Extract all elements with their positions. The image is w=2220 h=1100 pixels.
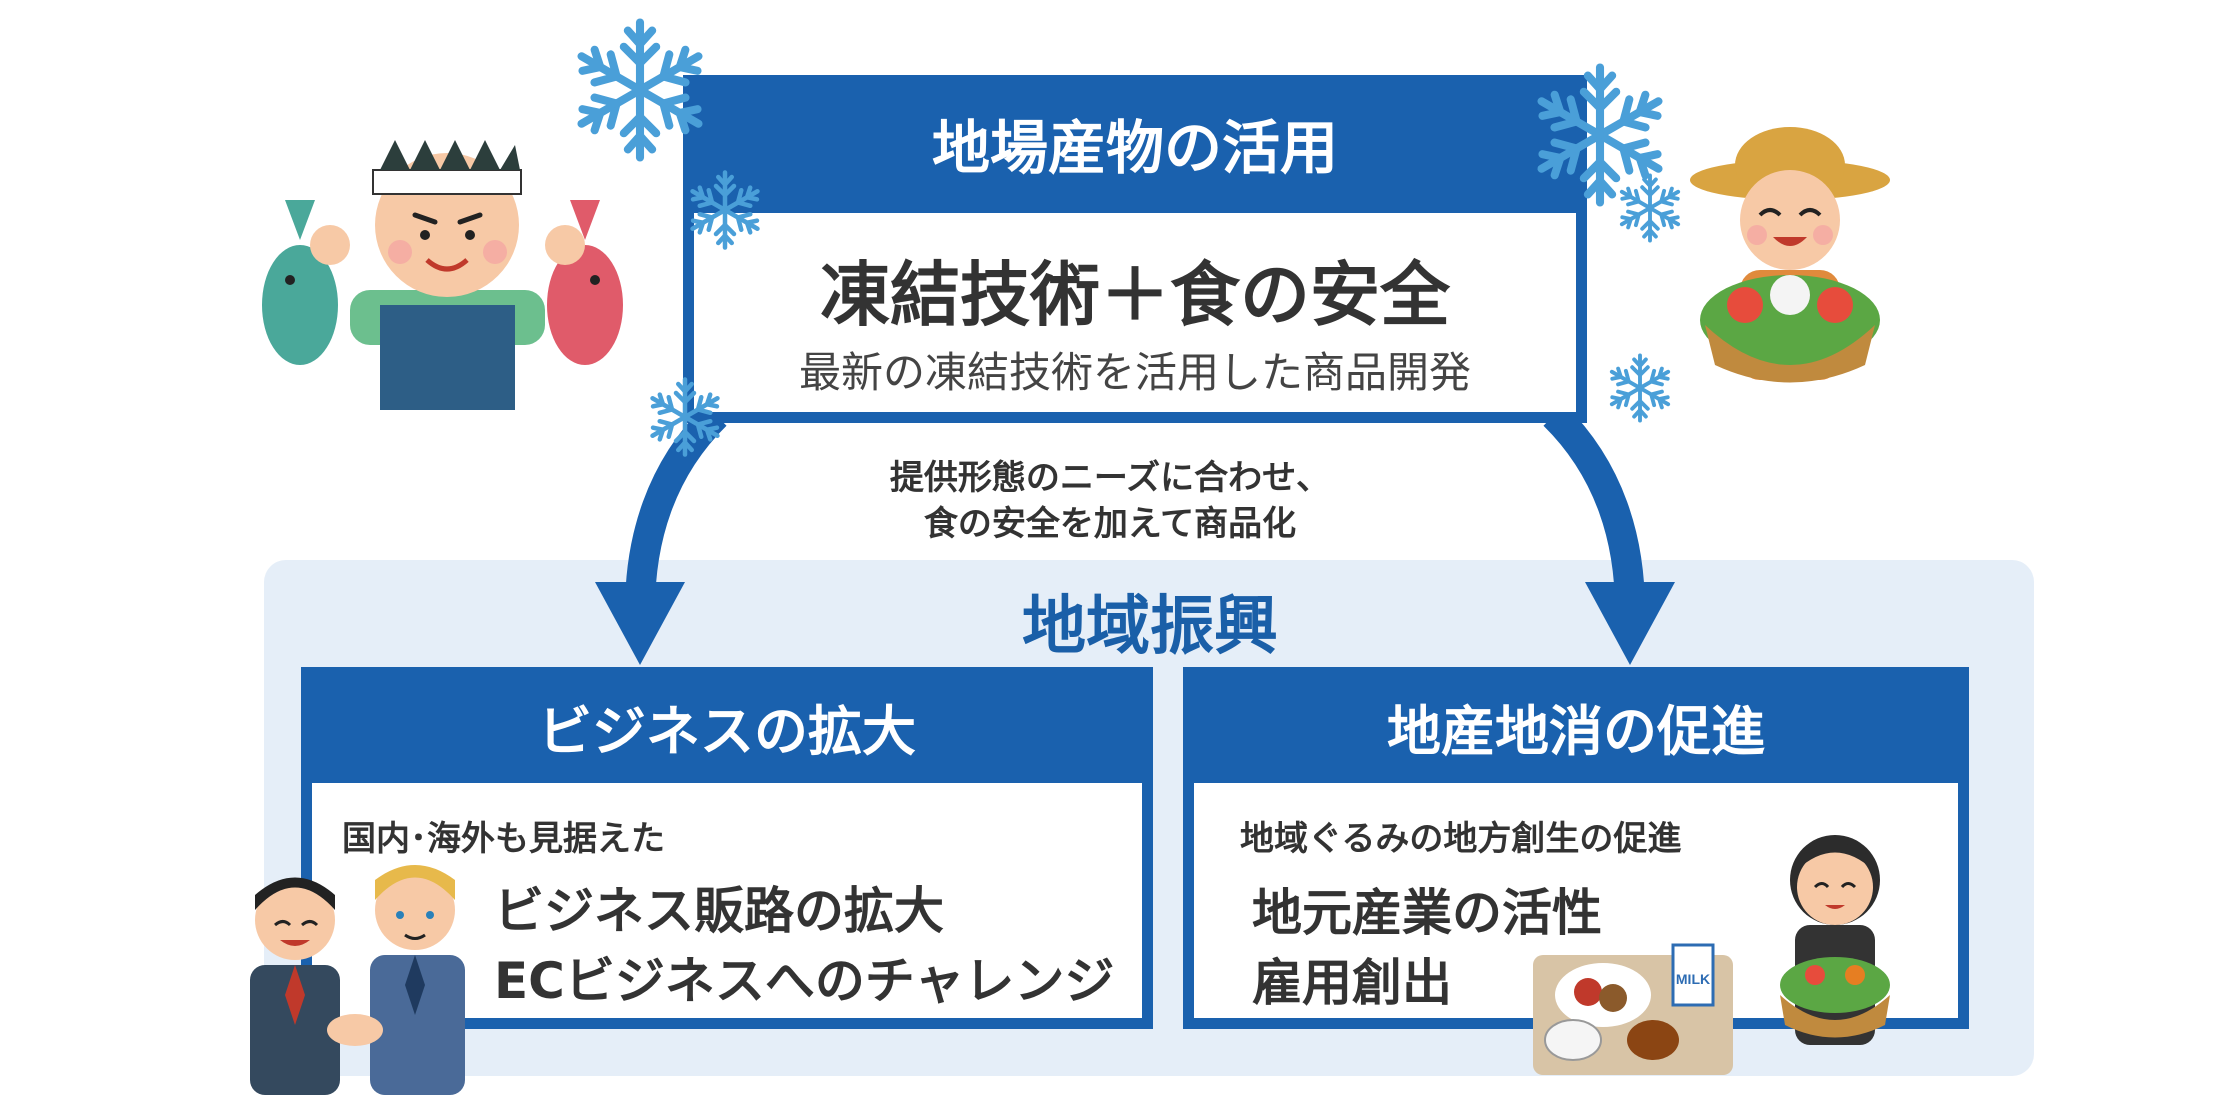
snowflake-icon: [1610, 168, 1690, 248]
business-handshake-illustration: [250, 865, 465, 1095]
section-title: 地域振興: [1022, 590, 1278, 664]
right-arrow-shaft: [1543, 404, 1645, 611]
snowflake-icon: [680, 165, 770, 255]
arrow-caption-line1: 提供形態のニーズに合わせ、: [889, 458, 1331, 498]
milk-label: MILK: [1676, 971, 1710, 987]
business-item-sales-channel: ビジネス販路の拡大: [494, 882, 944, 940]
girl-with-vegetables-illustration: [1780, 835, 1890, 1045]
local-produce-box: 地場産物の活用 凍結技術＋食の安全 最新の凍結技術を活用した商品開発: [683, 75, 1587, 423]
local-item-industry: 地元産業の活性: [1252, 884, 1602, 942]
farmer-illustration: [1690, 127, 1890, 383]
school-lunch-illustration: MILK: [1533, 943, 1733, 1075]
local-produce-title: 地場産物の活用: [931, 114, 1338, 182]
business-intro: 国内･海外も見据えた: [342, 819, 665, 859]
local-consumption-intro: 地域ぐるみの地方創生の促進: [1240, 819, 1682, 859]
local-consumption-title: 地産地消の促進: [1387, 700, 1765, 763]
snowflake-icon: [1600, 348, 1680, 428]
arrow-caption-line2: 食の安全を加えて商品化: [923, 504, 1297, 544]
local-item-employment: 雇用創出: [1252, 954, 1452, 1012]
business-item-ec: ECビジネスへのチャレンジ: [494, 952, 1115, 1010]
local-produce-content: 凍結技術＋食の安全 最新の凍結技術を活用した商品開発: [694, 213, 1576, 412]
fisherman-illustration: [262, 140, 623, 410]
left-arrow-head: [595, 582, 685, 665]
right-arrow-head: [1585, 582, 1675, 665]
snowflake-icon: [640, 372, 730, 462]
freezing-tech-subline: 最新の凍結技術を活用した商品開発: [798, 348, 1471, 397]
freezing-tech-headline: 凍結技術＋食の安全: [820, 254, 1450, 336]
business-expansion-title: ビジネスの拡大: [538, 700, 916, 763]
